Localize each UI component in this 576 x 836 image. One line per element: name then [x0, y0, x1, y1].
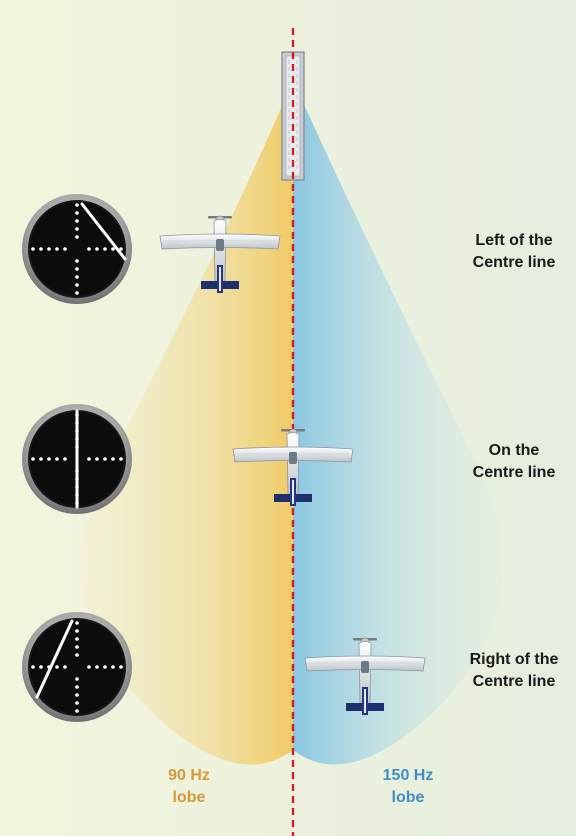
- label-right-of-centre-line: Right of the Centre line: [469, 651, 559, 690]
- label-150hz-lobe: 150 Hz lobe: [382, 767, 434, 806]
- label-left-of-centre-line: Left of the Centre line: [472, 232, 556, 271]
- cdi-instrument-icon: [22, 404, 132, 514]
- lobe-90hz: [82, 80, 293, 765]
- cdi-instrument-icon: [22, 612, 132, 722]
- label-90hz-lobe: 90 Hz lobe: [168, 767, 210, 806]
- lobe-150hz: [293, 80, 503, 765]
- label-on-centre-line: On the Centre line: [472, 442, 556, 481]
- cdi-instrument-icon: [22, 194, 132, 304]
